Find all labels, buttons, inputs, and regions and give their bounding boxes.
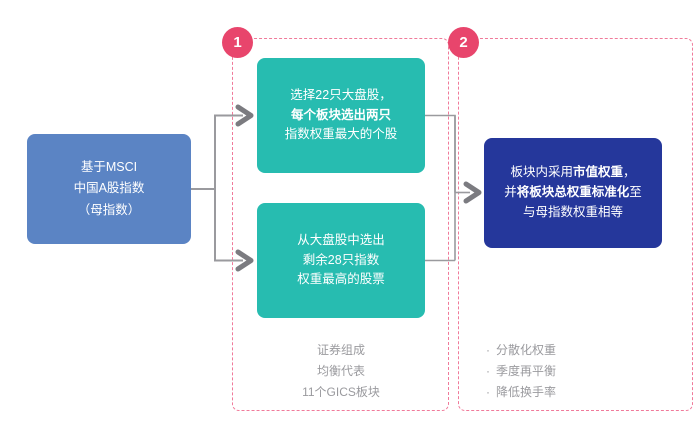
node-remaining-line-2: 剩余28只指数 xyxy=(302,252,380,267)
node-weighting-line-1-tail: ， xyxy=(623,165,636,180)
node-parent-index-line-2: 中国A股指数 xyxy=(73,181,145,196)
caption-phase-2-item-1: · 分散化权重 xyxy=(486,340,676,361)
node-weighting-line-1-bold: 市值权重 xyxy=(572,165,623,180)
phase-2-container xyxy=(458,38,693,411)
node-weighting-line-1: 板块内采用市值权重， xyxy=(510,163,635,183)
caption-phase-1-line-3: 11个GICS板块 xyxy=(302,385,380,399)
caption-phase-1-line-2: 均衡代表 xyxy=(316,364,365,378)
node-remaining-line-3: 权重最高的股票 xyxy=(297,272,385,287)
bullet-dot-icon: · xyxy=(486,364,490,378)
caption-phase-2-item-2-label: 季度再平衡 xyxy=(496,364,557,378)
node-large-cap-line-2: 每个板块选出两只 xyxy=(290,107,391,122)
node-remaining-line-1: 从大盘股中选出 xyxy=(297,232,385,247)
node-weighting-line-2-normal: 并 xyxy=(504,185,517,200)
node-weighting-line-3: 与母指数权重相等 xyxy=(522,204,623,219)
bullet-dot-icon: · xyxy=(486,385,490,399)
step-number-2-label: 2 xyxy=(459,34,468,51)
caption-phase-2-item-1-label: 分散化权重 xyxy=(496,343,557,357)
bullet-dot-icon: · xyxy=(486,343,490,357)
caption-phase-2: · 分散化权重 · 季度再平衡 · 降低换手率 xyxy=(486,340,676,403)
caption-phase-1: 证券组成 均衡代表 11个GICS板块 xyxy=(252,340,430,403)
node-weighting-line-2-bold: 将板块总权重标准化 xyxy=(516,185,630,200)
caption-phase-2-item-3-label: 降低换手率 xyxy=(496,385,557,399)
step-number-1: 1 xyxy=(222,27,253,58)
node-weighting-line-2: 并将板块总权重标准化至 xyxy=(504,183,642,203)
node-large-cap-line-1: 选择22只大盘股， xyxy=(290,87,392,102)
node-parent-index-line-3: （母指数） xyxy=(77,202,141,217)
caption-phase-2-item-3: · 降低换手率 xyxy=(486,382,676,403)
node-weighting-methodology: 板块内采用市值权重， 并将板块总权重标准化至 与母指数权重相等 xyxy=(484,138,662,248)
node-parent-index-line-1: 基于MSCI xyxy=(80,160,138,175)
node-parent-index: 基于MSCI 中国A股指数 （母指数） xyxy=(27,134,191,244)
step-number-2: 2 xyxy=(448,27,479,58)
step-number-1-label: 1 xyxy=(233,34,242,51)
caption-phase-1-line-1: 证券组成 xyxy=(316,343,365,357)
node-remaining-selection: 从大盘股中选出 剩余28只指数 权重最高的股票 xyxy=(257,203,425,318)
node-large-cap-selection: 选择22只大盘股， 每个板块选出两只 指数权重最大的个股 xyxy=(257,58,425,173)
node-weighting-line-1-normal: 板块内采用 xyxy=(510,165,573,180)
node-large-cap-line-3: 指数权重最大的个股 xyxy=(284,127,398,142)
node-weighting-line-2-tail: 至 xyxy=(629,185,642,200)
caption-phase-2-item-2: · 季度再平衡 xyxy=(486,361,676,382)
